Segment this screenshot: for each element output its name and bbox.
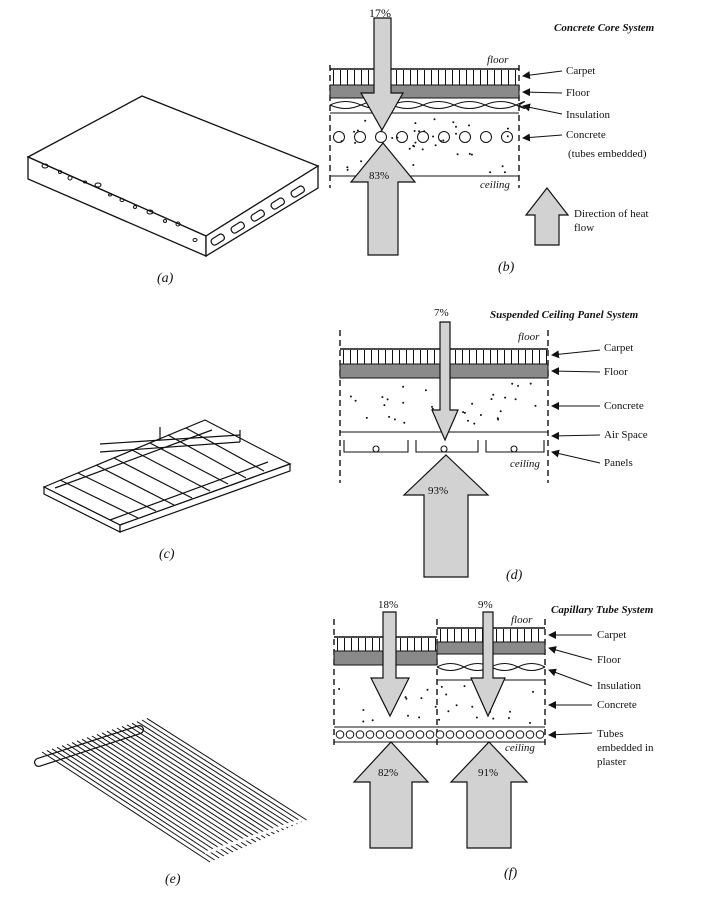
heat-arrow-up-f-right xyxy=(449,741,529,849)
panel-b-label-tubes: (tubes embedded) xyxy=(568,148,647,160)
capillary-mat-illustration xyxy=(33,717,307,863)
panel-d-label-panels: Panels xyxy=(604,457,633,469)
panel-f-label-concrete: Concrete xyxy=(597,699,637,711)
panel-f-label-tubes: Tubes embedded in plaster xyxy=(597,728,654,768)
panel-b-top-percent: 17% xyxy=(369,6,391,20)
panel-f-ceiling-label: ceiling xyxy=(505,742,535,754)
panel-d-floor-label: floor xyxy=(518,331,540,343)
panel-b-ceiling-label: ceiling xyxy=(480,179,510,191)
heat-arrow-down-d xyxy=(431,321,459,442)
panel-d-bottom-percent: 93% xyxy=(428,485,449,497)
panel-b-label-concrete: Concrete xyxy=(566,129,606,141)
panel-b-label-floor: Floor xyxy=(566,87,590,99)
panel-f-label-carpet: Carpet xyxy=(597,629,627,641)
panel-f-top-percent-left: 18% xyxy=(378,599,399,611)
panel-b-bottom-percent: 83% xyxy=(369,170,390,182)
panel-d-label-floor: Floor xyxy=(604,366,628,378)
panel-f-title: Capillary Tube System xyxy=(551,604,654,616)
panel-f-label-insulation: Insulation xyxy=(597,680,641,692)
callout-leaders xyxy=(522,70,601,739)
heat-arrow-up-b xyxy=(349,142,417,256)
panel-b-floor-label: floor xyxy=(487,54,509,66)
panel-d-label-airspace: Air Space xyxy=(604,429,648,441)
direction-legend-arrow xyxy=(524,187,570,246)
panel-b-section xyxy=(329,65,525,188)
panel-d-label-concrete: Concrete xyxy=(604,400,644,412)
panel-b-label-carpet: Carpet xyxy=(566,65,596,77)
panel-d-label-carpet: Carpet xyxy=(604,342,634,354)
floor-layer xyxy=(329,84,520,99)
panel-f-caption: (f) xyxy=(504,866,518,881)
ceiling-panel-illustration xyxy=(42,419,292,533)
concrete-slab-illustration xyxy=(26,95,320,258)
panel-d-ceiling-label: ceiling xyxy=(510,458,540,470)
panel-e-caption: (e) xyxy=(165,872,181,887)
panel-c-caption: (c) xyxy=(159,547,175,562)
panel-f-section xyxy=(333,619,546,745)
panel-b-label-insulation: Insulation xyxy=(566,109,610,121)
panel-d-caption: (d) xyxy=(506,568,523,583)
heat-arrow-up-d xyxy=(402,454,490,578)
panel-d-title: Suspended Ceiling Panel System xyxy=(490,309,639,321)
heat-arrow-up-f-left xyxy=(352,741,430,849)
heat-arrow-down-f-right xyxy=(470,611,506,718)
panel-f-top-percent-right: 9% xyxy=(478,599,493,611)
panel-d-top-percent: 7% xyxy=(434,307,449,319)
panel-f-bottom-percent-left: 82% xyxy=(378,767,399,779)
panel-f-floor-label: floor xyxy=(511,614,533,626)
panel-b-title: Concrete Core System xyxy=(554,22,655,34)
heat-arrow-down-f-left xyxy=(370,611,410,718)
heat-arrow-down-b xyxy=(359,17,405,132)
direction-legend-text: Direction of heat flow xyxy=(574,208,649,234)
panel-a-caption: (a) xyxy=(157,271,174,286)
panel-f-bottom-percent-right: 91% xyxy=(478,767,499,779)
panel-b-caption: (b) xyxy=(498,260,515,275)
panel-f-label-floor: Floor xyxy=(597,654,621,666)
